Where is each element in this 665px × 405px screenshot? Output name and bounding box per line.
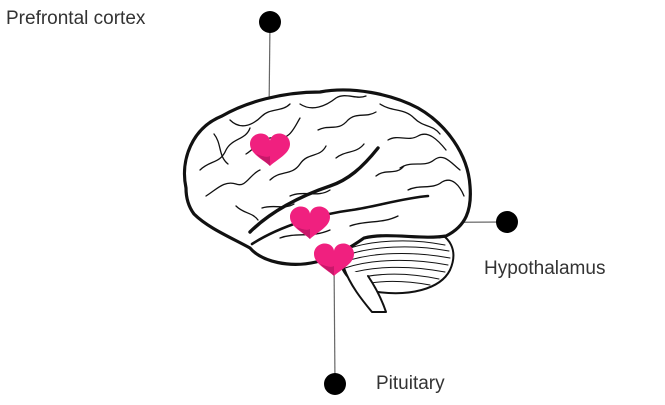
pituitary-label: Pituitary: [376, 373, 445, 395]
pituitary-marker-icon: [324, 373, 346, 395]
prefrontal-marker-icon: [259, 11, 281, 33]
brain-icon: [185, 90, 471, 312]
hypothalamus-label: Hypothalamus: [484, 258, 605, 280]
hypothalamus-marker-icon: [496, 211, 518, 233]
pituitary-leader-line: [334, 260, 335, 384]
prefrontal-cortex-label: Prefrontal cortex: [6, 8, 145, 30]
cerebrum-outline: [185, 90, 471, 264]
